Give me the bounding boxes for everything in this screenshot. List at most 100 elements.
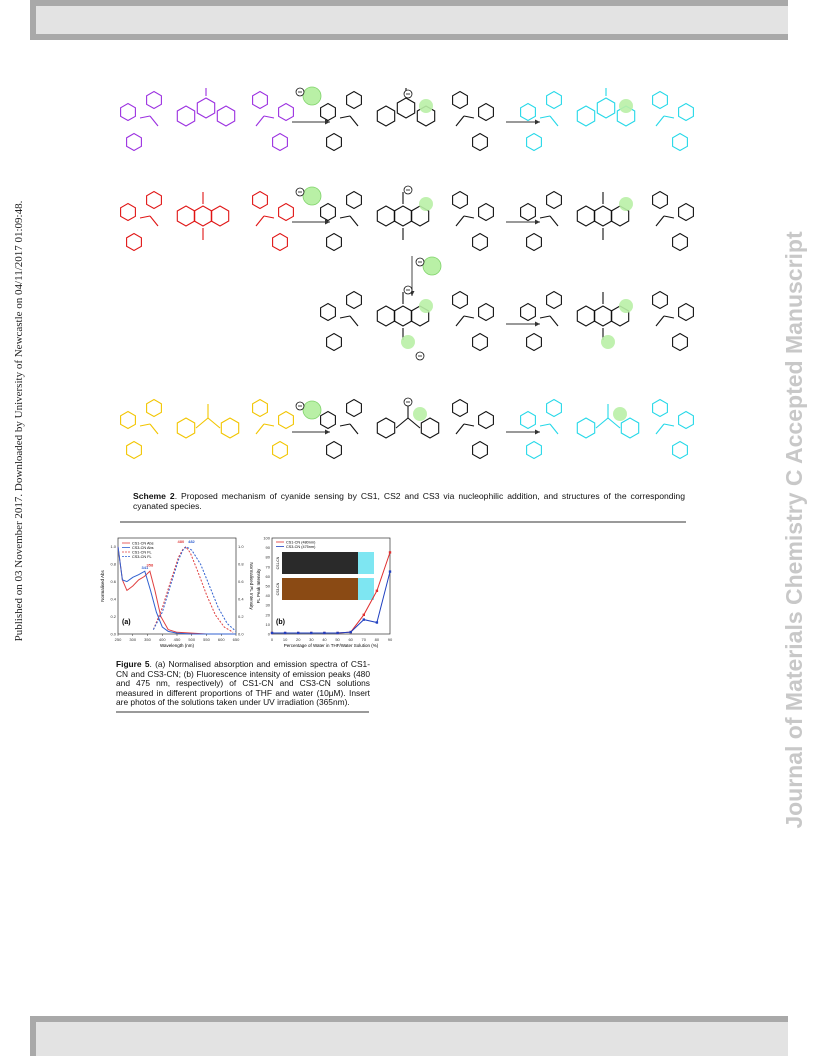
x-tick-label: 400 <box>159 637 166 642</box>
benzene-ring <box>526 332 542 352</box>
benzene-ring <box>520 302 536 322</box>
bond-line <box>663 315 675 319</box>
benzene-ring <box>472 132 488 152</box>
bond-line <box>139 115 151 119</box>
benzene-ring <box>672 132 688 152</box>
benzene-ring <box>176 417 196 439</box>
bond-line <box>195 417 209 429</box>
photo-cs3-glow <box>358 578 374 600</box>
y-tick-label: 0.4 <box>110 597 116 602</box>
x-tick-label: 40 <box>322 637 327 642</box>
benzene-ring <box>546 90 562 110</box>
x-axis-label: Percentage of Water in THF/Water Solutio… <box>284 643 379 648</box>
benzene-ring <box>210 205 230 227</box>
bond-line <box>149 423 159 435</box>
arrow-head <box>535 429 540 435</box>
bond-line <box>463 423 475 427</box>
cyanide-sphere <box>413 407 427 421</box>
x-tick-label: 500 <box>188 637 195 642</box>
benzene-ring <box>472 232 488 252</box>
bond-line <box>463 215 475 219</box>
photo-cs1 <box>282 552 374 574</box>
benzene-ring <box>326 440 342 460</box>
y-axis-label: FL Peak Intensity <box>256 568 261 603</box>
cyanide-sphere <box>613 407 627 421</box>
benzene-ring <box>146 398 162 418</box>
x-tick-label: 300 <box>129 637 136 642</box>
figure-5-caption: Figure 5. (a) Normalised absorption and … <box>116 659 370 708</box>
benzene-ring <box>216 105 236 127</box>
x-tick-label: 450 <box>174 637 181 642</box>
y-tick-label: 0.6 <box>110 579 116 584</box>
x-tick-label: 0 <box>271 637 274 642</box>
benzene-ring <box>346 290 362 310</box>
benzene-ring <box>478 302 494 322</box>
arrow-head <box>325 119 330 125</box>
arrow-head <box>535 321 540 327</box>
benzene-ring <box>272 132 288 152</box>
y-tick-label: 20 <box>266 612 271 617</box>
scheme-label: Scheme 2 <box>133 491 175 501</box>
x-tick-label: 80 <box>375 637 380 642</box>
panel-b-label: (b) <box>276 619 285 626</box>
page-header-bar <box>30 0 788 40</box>
legend-entry: CS1-CN Abs <box>132 541 154 545</box>
benzene-ring <box>478 202 494 222</box>
bond-line <box>349 115 359 127</box>
series-line-1 <box>272 571 391 634</box>
bond-line <box>539 315 551 319</box>
benzene-ring <box>472 332 488 352</box>
bond-line <box>455 423 465 435</box>
benzene-ring <box>520 102 536 122</box>
benzene-ring <box>593 305 613 327</box>
bond-line <box>349 315 359 327</box>
benzene-ring <box>452 290 468 310</box>
peak-label: 358 <box>147 563 154 568</box>
bond-line <box>339 115 351 119</box>
bond-line <box>549 423 559 435</box>
bond-line <box>455 215 465 227</box>
bond-line <box>607 417 621 429</box>
bond-line <box>455 115 465 127</box>
benzene-ring <box>616 105 636 127</box>
benzene-ring <box>320 410 336 430</box>
bond-line <box>149 215 159 227</box>
benzene-ring <box>652 90 668 110</box>
benzene-ring <box>420 417 440 439</box>
scheme-2-reaction-diagram <box>120 86 694 460</box>
benzene-ring <box>326 132 342 152</box>
figure-label: Figure 5 <box>116 659 150 669</box>
x-tick-label: 650 <box>233 637 240 642</box>
benzene-ring <box>326 332 342 352</box>
bond-line <box>663 215 675 219</box>
benzene-ring <box>610 205 630 227</box>
y-axis-label: Normalised Abs <box>100 569 105 601</box>
benzene-ring <box>393 205 413 227</box>
benzene-ring <box>252 90 268 110</box>
y-tick-label: 0.8 <box>110 562 116 567</box>
arrow-head <box>535 119 540 125</box>
data-point <box>388 551 392 554</box>
benzene-ring <box>620 417 640 439</box>
benzene-ring <box>120 410 136 430</box>
cyanide-sphere <box>619 99 633 113</box>
bond-line <box>255 423 265 435</box>
legend-entry: CS3-CN FL <box>132 555 152 559</box>
bond-line <box>339 423 351 427</box>
y2-tick-label: 0.4 <box>238 597 244 602</box>
legend-entry: CS1-CN (480nm) <box>286 540 316 544</box>
arrow-head <box>325 429 330 435</box>
benzene-ring <box>193 205 213 227</box>
scheme-2-caption: Scheme 2. Proposed mechanism of cyanide … <box>133 491 685 511</box>
data-point <box>362 618 365 621</box>
benzene-ring <box>320 202 336 222</box>
benzene-ring <box>576 105 596 127</box>
bond-line <box>339 315 351 319</box>
benzene-ring <box>252 190 268 210</box>
y-tick-label: 70 <box>266 564 271 569</box>
x-tick-label: 10 <box>283 637 288 642</box>
page-footer-bar <box>30 1016 788 1056</box>
photo-label: CS3-CN <box>276 582 280 595</box>
panel-a-frame <box>117 537 237 635</box>
y-tick-label: 0.0 <box>110 632 116 637</box>
